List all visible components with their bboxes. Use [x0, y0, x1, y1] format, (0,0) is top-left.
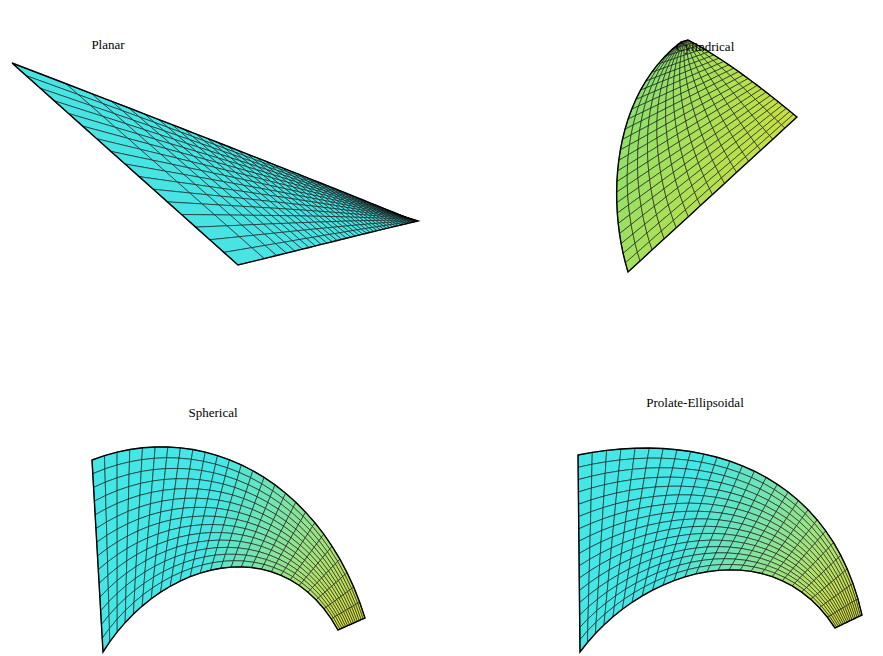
- mesh-cell: [154, 447, 168, 458]
- mesh-cell: [324, 607, 333, 619]
- mesh-cell: [170, 572, 182, 586]
- planar-mesh: [12, 63, 418, 265]
- mesh-cell: [758, 135, 773, 150]
- mesh-cell: [644, 468, 659, 479]
- mesh-cell: [196, 489, 209, 499]
- mesh-outline: [578, 448, 862, 652]
- cylindrical-mesh: [617, 40, 797, 272]
- mesh-cell: [117, 610, 125, 632]
- mesh-cell: [802, 590, 813, 600]
- mesh-cell: [659, 458, 675, 468]
- mesh-cell: [587, 622, 596, 642]
- prolate-ellipsoidal-mesh: [578, 448, 862, 652]
- mesh-cell: [673, 459, 689, 469]
- mesh-cell: [746, 146, 761, 161]
- mesh-cell: [190, 459, 204, 470]
- mesh-cell: [819, 606, 829, 617]
- mesh-cell: [580, 631, 588, 652]
- mesh-cell: [165, 458, 179, 469]
- mesh-cell: [308, 590, 318, 600]
- mesh-outline: [617, 40, 797, 272]
- mesh-cell: [634, 448, 650, 459]
- mesh-cell: [153, 458, 166, 470]
- mesh-cell: [620, 448, 635, 460]
- plot-title: Cylindrical: [676, 39, 735, 55]
- mesh-cell: [183, 498, 196, 508]
- mesh-cell: [109, 619, 117, 642]
- mesh-cell: [657, 468, 672, 478]
- mesh-cell: [175, 479, 188, 489]
- mesh-cell: [208, 490, 221, 500]
- mesh-cell: [198, 480, 212, 490]
- mesh-cell: [643, 477, 658, 488]
- mesh-cell: [142, 447, 155, 460]
- mesh-cell: [178, 458, 192, 469]
- plot-title: Prolate-Ellipsoidal: [646, 395, 743, 411]
- mesh-cell: [151, 582, 162, 599]
- mesh-cell: [164, 468, 177, 479]
- mesh-cell: [782, 114, 797, 128]
- mesh-cell: [827, 616, 836, 628]
- mesh-cell: [188, 469, 202, 480]
- spherical-mesh: [92, 447, 365, 652]
- mesh-cell: [195, 498, 208, 507]
- plot-title: Planar: [91, 37, 124, 53]
- mesh-cell: [632, 458, 647, 469]
- mesh-cell: [770, 125, 785, 139]
- mesh-cell: [604, 606, 614, 625]
- mesh-cell: [133, 595, 143, 614]
- mesh-cell: [331, 618, 340, 630]
- mesh-cell: [163, 479, 176, 491]
- mesh-cell: [66, 84, 103, 104]
- mesh-cell: [152, 469, 165, 481]
- mesh-cell: [92, 94, 123, 111]
- mesh-cell: [173, 489, 186, 500]
- mesh-cell: [125, 602, 134, 622]
- mesh-cell: [811, 597, 822, 607]
- mesh-outline: [12, 63, 418, 265]
- mesh-cell: [142, 588, 152, 606]
- mesh-cell: [186, 479, 199, 489]
- mesh-cell: [648, 448, 664, 458]
- mesh-cell: [167, 447, 181, 458]
- mesh-cell: [185, 489, 198, 499]
- mesh-cell: [646, 458, 661, 468]
- mesh-outline: [92, 447, 365, 652]
- mesh-cell: [161, 577, 172, 593]
- mesh-cell: [671, 468, 686, 478]
- mesh-cell: [734, 157, 749, 173]
- plot-title: Spherical: [188, 405, 237, 421]
- mesh-cell: [595, 614, 605, 634]
- mesh-cell: [176, 468, 190, 478]
- mesh-cell: [316, 598, 326, 609]
